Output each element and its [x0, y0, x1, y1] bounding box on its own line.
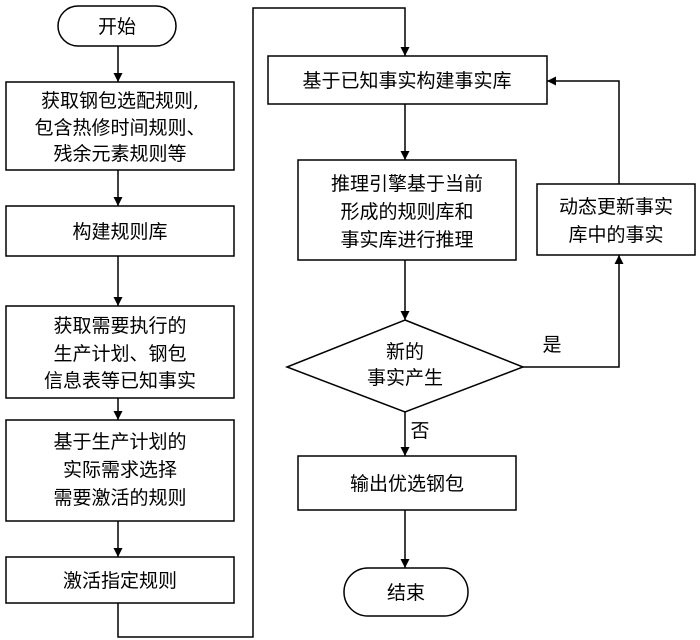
node-build-rule-base-label: 构建规则库	[72, 221, 167, 243]
node-select-rules-line-1: 基于生产计划的	[53, 431, 186, 453]
node-inference-line-3: 事实库进行推理	[340, 229, 473, 251]
node-build-fact-base-label: 基于已知事实构建事实库	[302, 70, 511, 92]
node-get-rules: 获取钢包选配规则, 包含热修时间规则、 残余元素规则等	[5, 81, 235, 171]
node-update-facts: 动态更新事实 库中的事实	[536, 183, 696, 256]
node-inference: 推理引擎基于当前 形成的规则库和 事实库进行推理	[297, 159, 517, 261]
node-inference-line-1: 推理引擎基于当前	[331, 173, 483, 195]
node-start-label: 开始	[98, 16, 136, 38]
node-activate-rules-label: 激活指定规则	[63, 570, 177, 592]
node-get-facts-line-3: 信息表等已知事实	[44, 370, 196, 392]
node-get-rules-line-2: 包含热修时间规则、	[34, 117, 205, 139]
node-build-rule-base: 构建规则库	[5, 205, 235, 257]
node-get-facts: 获取需要执行的 生产计划、钢包 信息表等已知事实	[5, 305, 235, 399]
node-update-facts-line-2: 库中的事实	[568, 224, 663, 246]
node-select-rules-line-2: 实际需求选择	[63, 459, 177, 481]
node-get-rules-line-3: 残余元素规则等	[53, 143, 186, 165]
node-decision: 新的 事实产生	[284, 319, 526, 413]
node-start: 开始	[57, 5, 177, 47]
node-select-rules-line-3: 需要激活的规则	[53, 487, 186, 509]
edges	[113, 7, 624, 638]
edge-label-no: 否	[410, 420, 429, 442]
node-decision-line-1: 新的	[386, 341, 424, 363]
node-update-facts-line-1: 动态更新事实	[559, 196, 673, 218]
node-build-fact-base: 基于已知事实构建事实库	[267, 55, 548, 105]
node-output: 输出优选钢包	[297, 455, 517, 511]
node-decision-line-2: 事实产生	[367, 367, 443, 389]
edge-update-facts-to-build-fact-base	[547, 76, 620, 184]
edge-activate-rules-to-build-fact-base	[117, 7, 410, 638]
node-get-rules-line-1: 获取钢包选配规则,	[41, 90, 199, 112]
node-end: 结束	[343, 567, 469, 617]
node-get-facts-line-2: 生产计划、钢包	[53, 343, 186, 365]
node-get-facts-line-1: 获取需要执行的	[53, 315, 186, 337]
edge-decision-yes-to-update-facts	[523, 255, 624, 368]
node-inference-line-2: 形成的规则库和	[340, 201, 473, 223]
node-select-rules: 基于生产计划的 实际需求选择 需要激活的规则	[5, 419, 235, 522]
edge-label-yes: 是	[542, 334, 561, 356]
node-output-label: 输出优选钢包	[350, 473, 464, 495]
node-end-label: 结束	[387, 582, 425, 604]
node-activate-rules: 激活指定规则	[5, 556, 235, 604]
